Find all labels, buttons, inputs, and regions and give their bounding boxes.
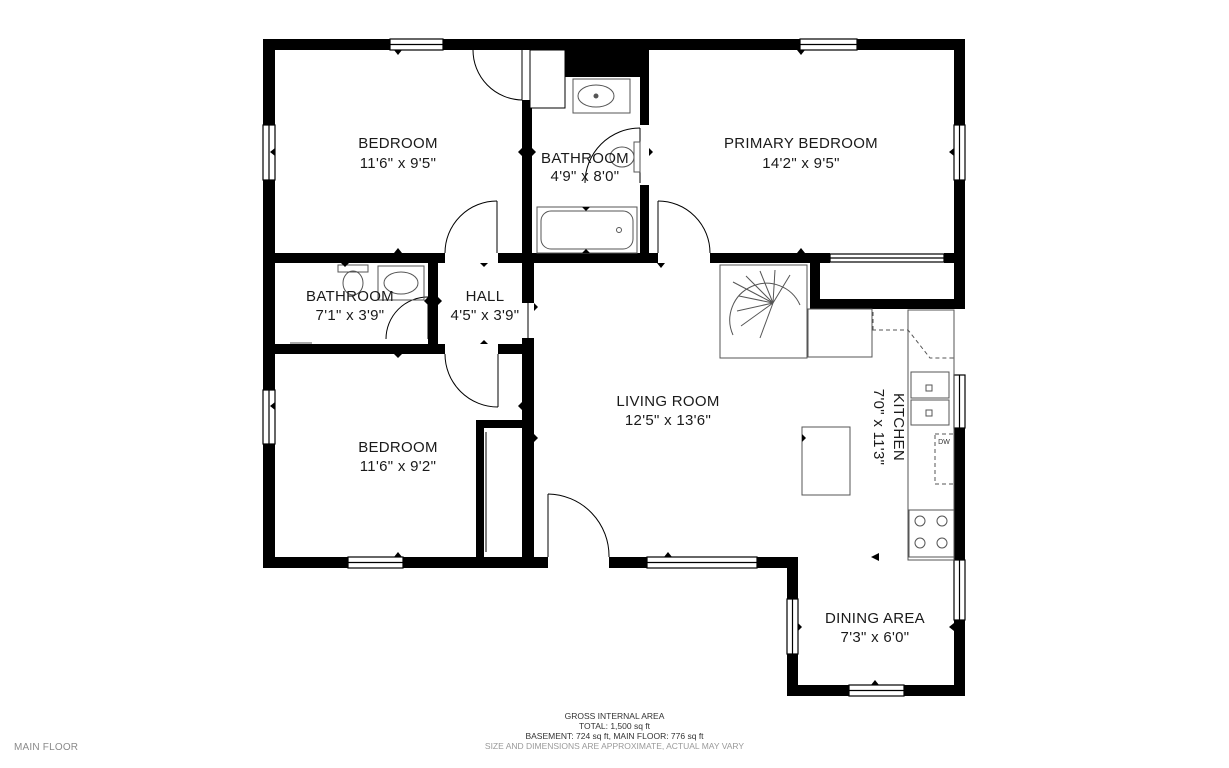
dining-area-name: DINING AREA (825, 610, 925, 627)
sink-icon (910, 371, 950, 399)
bedroom-1-name: BEDROOM (358, 135, 438, 152)
toilet-icon (633, 141, 641, 173)
kitchen-dims: 7'0" x 11'3" (870, 389, 887, 465)
kitchen-name: KITCHEN (890, 393, 907, 461)
bedroom-2-name: BEDROOM (358, 439, 438, 456)
dimension-markers (270, 50, 954, 685)
hall-name: HALL (466, 288, 505, 305)
bedroom-1-dims: 11'6" x 9'5" (360, 155, 436, 172)
dishwasher-icon (934, 433, 955, 485)
footer-total: TOTAL: 1,500 sq ft (578, 721, 651, 731)
sink-icon (572, 78, 631, 114)
bathroom-2-dims: 7'1" x 3'9" (316, 307, 385, 324)
kitchen-island (801, 426, 851, 496)
room-labels: BEDROOM 11'6" x 9'5" BATHROOM 4'9" x 8'0… (306, 135, 950, 646)
walls (263, 39, 965, 696)
bathroom-1-name: BATHROOM (541, 150, 629, 167)
bedroom-2-dims: 11'6" x 9'2" (360, 458, 436, 475)
doors (385, 49, 711, 558)
fixtures (290, 78, 955, 561)
spiral-stairs-icon (719, 264, 808, 359)
bathroom-1-dims: 4'9" x 8'0" (551, 168, 620, 185)
floor-label: MAIN FLOOR (14, 742, 79, 753)
footer-breakdown: BASEMENT: 724 sq ft, MAIN FLOOR: 776 sq … (525, 731, 704, 741)
footer-gross-area: GROSS INTERNAL AREA (564, 711, 665, 721)
sink-icon (377, 265, 425, 301)
dining-area-dims: 7'3" x 6'0" (841, 629, 910, 646)
primary-bedroom-dims: 14'2" x 9'5" (762, 155, 840, 172)
dishwasher-label: DW (938, 439, 950, 446)
windows (262, 38, 966, 697)
stove-icon (908, 509, 955, 558)
living-room-dims: 12'5" x 13'6" (625, 412, 711, 429)
toilet-icon (337, 264, 369, 273)
bathroom-2-name: BATHROOM (306, 288, 394, 305)
footer-disclaimer: SIZE AND DIMENSIONS ARE APPROXIMATE, ACT… (484, 741, 745, 751)
hall-dims: 4'5" x 3'9" (451, 307, 520, 324)
living-room-name: LIVING ROOM (616, 393, 719, 410)
primary-bedroom-name: PRIMARY BEDROOM (724, 135, 878, 152)
